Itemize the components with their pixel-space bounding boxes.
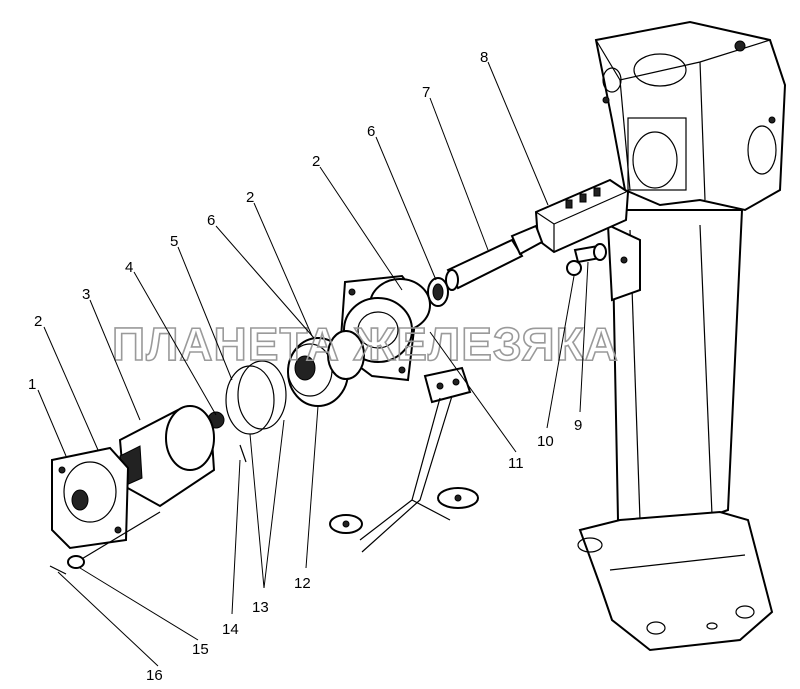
part-8-splined-block [534, 178, 630, 254]
callout-7: 7 [422, 84, 430, 101]
callout-6-upper: 6 [367, 123, 375, 140]
part-10-washer [566, 260, 582, 276]
callout-9: 9 [574, 417, 582, 434]
part-3-coil [118, 405, 216, 508]
watermark-text: ПЛАНЕТА ЖЕЛЕЗЯКА [112, 318, 619, 370]
part-11-bracket-tube [329, 366, 479, 553]
callout-12: 12 [294, 575, 311, 592]
part-7-shaft [445, 224, 544, 291]
callout-4: 4 [125, 259, 133, 276]
callout-5: 5 [170, 233, 178, 250]
callout-labels: 1 2 3 4 5 6 2 2 6 7 8 9 10 11 12 13 14 1… [28, 49, 582, 684]
callout-6-lower: 6 [207, 212, 215, 229]
part-1-end-cap [51, 446, 130, 550]
part-14-pin [239, 444, 247, 463]
callout-3: 3 [82, 286, 90, 303]
callout-15: 15 [192, 641, 209, 658]
leader-lines [37, 61, 589, 667]
part-15-bolt [67, 511, 161, 569]
callout-2-lower: 2 [34, 313, 42, 330]
part-6-seal-upper [427, 277, 449, 307]
callout-14: 14 [222, 621, 239, 638]
steering-column-housing [577, 20, 787, 652]
callout-13: 13 [252, 599, 269, 616]
callout-8: 8 [480, 49, 488, 66]
part-9-bolt [573, 243, 607, 264]
callout-2-upper: 2 [312, 153, 320, 170]
part-13-snap-rings [225, 360, 287, 435]
callout-16: 16 [146, 667, 163, 684]
part-16-pin [49, 565, 67, 575]
callout-10: 10 [537, 433, 554, 450]
callout-2-middle: 2 [246, 189, 254, 206]
callout-11: 11 [508, 455, 524, 472]
callout-1: 1 [28, 376, 36, 393]
